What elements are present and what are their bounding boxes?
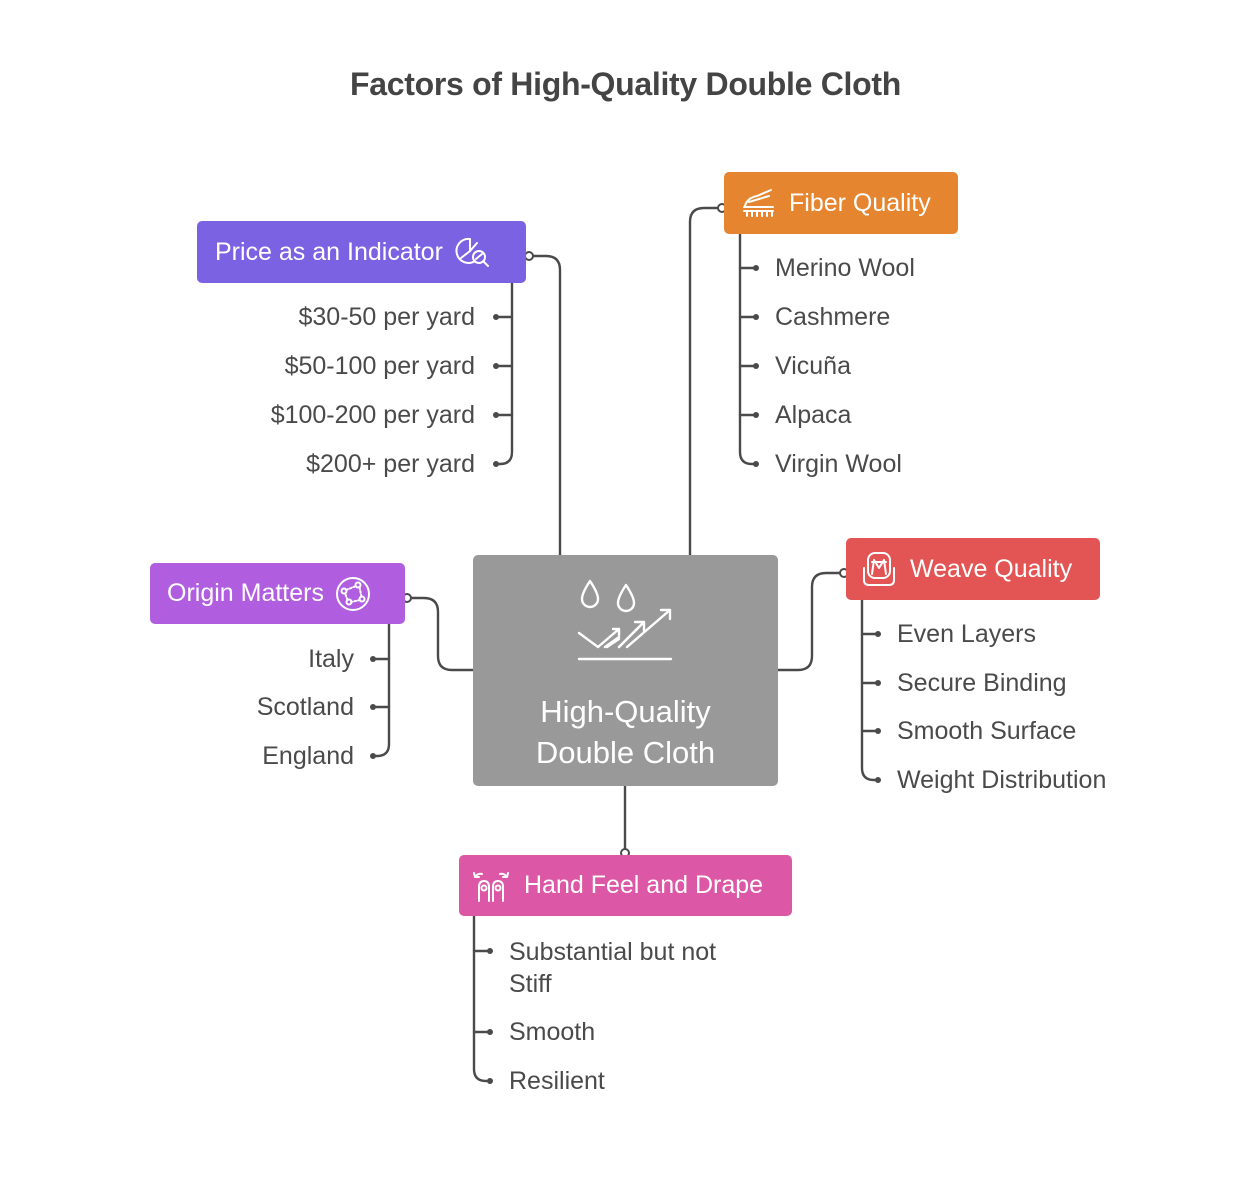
central-label-line2: Double Cloth	[535, 735, 716, 770]
central-label-line1: High-Quality	[540, 694, 711, 729]
pie-chart-search-icon	[453, 233, 491, 271]
list-item: Smooth Surface	[897, 717, 1077, 745]
list-item: Scotland	[256, 693, 354, 721]
brush-comb-icon	[739, 184, 777, 222]
node-origin-matters: Origin Matters	[150, 563, 405, 624]
list-item: $100-200 per yard	[270, 401, 475, 429]
list-item: Weight Distribution	[897, 766, 1107, 794]
list-item: Secure Binding	[897, 669, 1067, 697]
globe-network-icon	[334, 575, 372, 613]
list-item: Cashmere	[775, 303, 891, 331]
node-weave-quality: Weave Quality	[846, 538, 1100, 600]
water-drops-trend-icon	[573, 577, 678, 677]
list-item: Resilient	[509, 1067, 605, 1095]
node-label: Origin Matters	[167, 579, 324, 607]
list-item: Virgin Wool	[775, 450, 902, 478]
list-item: Even Layers	[897, 620, 1036, 648]
central-topic-node: High-Quality Double Cloth	[473, 555, 778, 786]
list-item: $30-50 per yard	[298, 303, 475, 331]
list-item: $50-100 per yard	[284, 352, 475, 380]
node-label: Fiber Quality	[789, 188, 931, 217]
hands-touch-icon	[472, 867, 510, 905]
node-label: Weave Quality	[910, 554, 1073, 583]
node-label: Hand Feel and Drape	[524, 871, 764, 899]
list-item: England	[262, 742, 354, 770]
node-fiber-quality: Fiber Quality	[724, 172, 958, 234]
list-item: Alpaca	[775, 401, 852, 429]
list-item: Merino Wool	[775, 254, 915, 282]
list-item: Substantial but not Stiff	[509, 938, 717, 998]
list-item: Italy	[308, 645, 354, 673]
node-price-as-indicator: Price as an Indicator	[197, 221, 526, 283]
list-item: $200+ per yard	[306, 450, 475, 478]
list-item: Vicuña	[775, 352, 851, 380]
node-hand-feel-and-drape: Hand Feel and Drape	[459, 855, 792, 916]
diagram-title: Factors of High-Quality Double Cloth	[350, 66, 901, 102]
list-item: Smooth	[509, 1018, 596, 1046]
node-label: Price as an Indicator	[215, 237, 443, 266]
seat-weave-icon	[860, 550, 898, 588]
